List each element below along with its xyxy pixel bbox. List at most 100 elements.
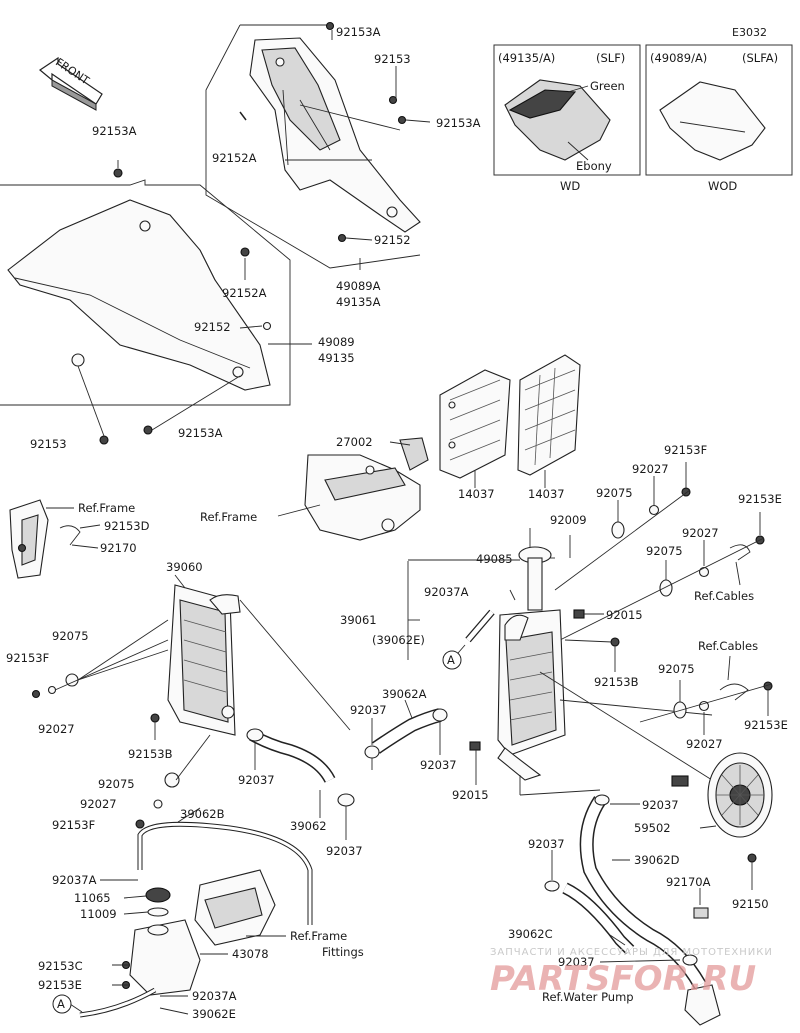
callout-92153-left: 92153 [30,437,67,451]
callout-92075-right2: 92075 [646,544,683,558]
variant1-color-green: Green [590,79,625,93]
watermark-line1: ЗАПЧАСТИ И АКСЕССУАРЫ ДЛЯ МОТОТЕХНИКИ [490,947,773,958]
diagram-code: E3032 [732,26,767,39]
callout-92027-right2: 92027 [682,526,719,540]
ref-a-right-label: A [447,653,455,667]
clip-icon [469,741,481,751]
variant-box-wd [493,44,641,176]
callout-92153A-top: 92153A [336,25,381,39]
callout-39062A: 39062A [382,687,427,701]
grommet-icon [659,579,673,597]
reference-a-marker-left [52,994,72,1014]
washer-icon [153,799,163,809]
ref-frame-fittings-1: Ref.Frame [290,929,347,943]
callout-27002: 27002 [336,435,373,449]
variant1-type: (SLF) [596,51,625,65]
hose-39062 [135,728,355,840]
screw-icon [337,233,347,243]
callout-92152-left: 92152 [194,320,231,334]
callout-92153A-top-b: 92153A [436,116,481,130]
callout-92170: 92170 [100,541,137,555]
callout-92153B-right: 92153B [594,675,639,689]
nut-icon [240,247,250,257]
clip-icon [693,907,709,919]
callout-92037-right5: 92037 [558,955,595,969]
callout-92152A-top: 92152A [212,151,257,165]
callout-49135A: 49135A [336,295,381,309]
callout-92153E-right2: 92153E [744,718,788,732]
screw-icon [99,435,109,445]
side-shroud-group [0,160,312,445]
variant1-color-ebony: Ebony [576,159,612,173]
callout-92153C: 92153C [38,959,83,973]
variant2-code: (49089/A) [650,51,707,65]
callout-39062: 39062 [290,819,327,833]
screw-icon [388,95,398,105]
callout-14037-b: 14037 [528,487,565,501]
callout-92152A-left: 92152A [222,286,267,300]
grommet-icon [164,772,180,788]
screw-icon [397,115,407,125]
grommet-icon [673,701,687,719]
ref-a-left-label: A [57,997,65,1011]
callout-92037-right: 92037 [350,703,387,717]
callout-39062E: 39062E [192,1007,236,1021]
callout-92153F-right: 92153F [664,443,707,457]
callout-92027-left2: 92027 [80,797,117,811]
callout-11065: 11065 [74,891,111,905]
callout-49089: 49089 [318,335,355,349]
radiator-left [31,574,351,740]
connector-icon [671,775,689,787]
callout-14037-a: 14037 [458,487,495,501]
screw-icon [325,21,335,31]
ref-cables-1: Ref.Cables [694,589,754,603]
callout-92152-top: 92152 [374,233,411,247]
callout-92153E-left: 92153E [38,978,82,992]
radiator-grille-right [517,354,581,488]
screw-icon [135,819,145,829]
grommet-icon [611,521,625,539]
callout-92075-left: 92075 [52,629,89,643]
callout-49085: 49085 [476,552,513,566]
callout-92153D: 92153D [104,519,150,533]
callout-92015-a: 92015 [606,608,643,622]
callout-92027-right3: 92027 [686,737,723,751]
upper-shroud-group [205,21,431,270]
callout-92027-right: 92027 [632,462,669,476]
callout-39061: 39061 [340,613,377,627]
right-mount-hardware-bottom [639,655,773,735]
callout-92153E-right: 92153E [738,492,782,506]
variant1-code: (49135/A) [498,51,555,65]
cooling-fan [671,752,773,890]
callout-92075-left2: 92075 [98,777,135,791]
screw-icon [610,637,620,647]
ref-cables-2: Ref.Cables [698,639,758,653]
radiator-right [407,528,713,796]
callout-92075-right: 92075 [596,486,633,500]
callout-49135: 49135 [318,351,355,365]
callout-92170A: 92170A [666,875,711,889]
callout-92153A-left-b: 92153A [178,426,223,440]
callout-92037-left2: 92037 [326,844,363,858]
callout-39062B: 39062B [180,807,225,821]
ref-frame-mid: Ref.Frame [200,510,257,524]
ref-water-pump: Ref.Water Pump [542,990,634,1004]
callout-92015-b: 92015 [452,788,489,802]
screw-icon [143,425,153,435]
variant-box-wod [645,44,793,176]
watermark-line2: PARTSFOR.RU [490,959,756,999]
callout-92037A-left: 92037A [52,873,97,887]
callout-39062D: 39062D [634,853,680,867]
callout-43078: 43078 [232,947,269,961]
callout-92037-right2: 92037 [420,758,457,772]
callout-39060: 39060 [166,560,203,574]
variant1-tag: WD [560,179,580,193]
reference-a-marker-right [442,650,462,670]
callout-39062C: 39062C [508,927,553,941]
callout-92153B-left: 92153B [128,747,173,761]
callout-92153A-left: 92153A [92,124,137,138]
washer-icon [648,504,660,516]
front-arrow-icon: FRONT [38,56,103,111]
callout-92037-right4: 92037 [528,837,565,851]
